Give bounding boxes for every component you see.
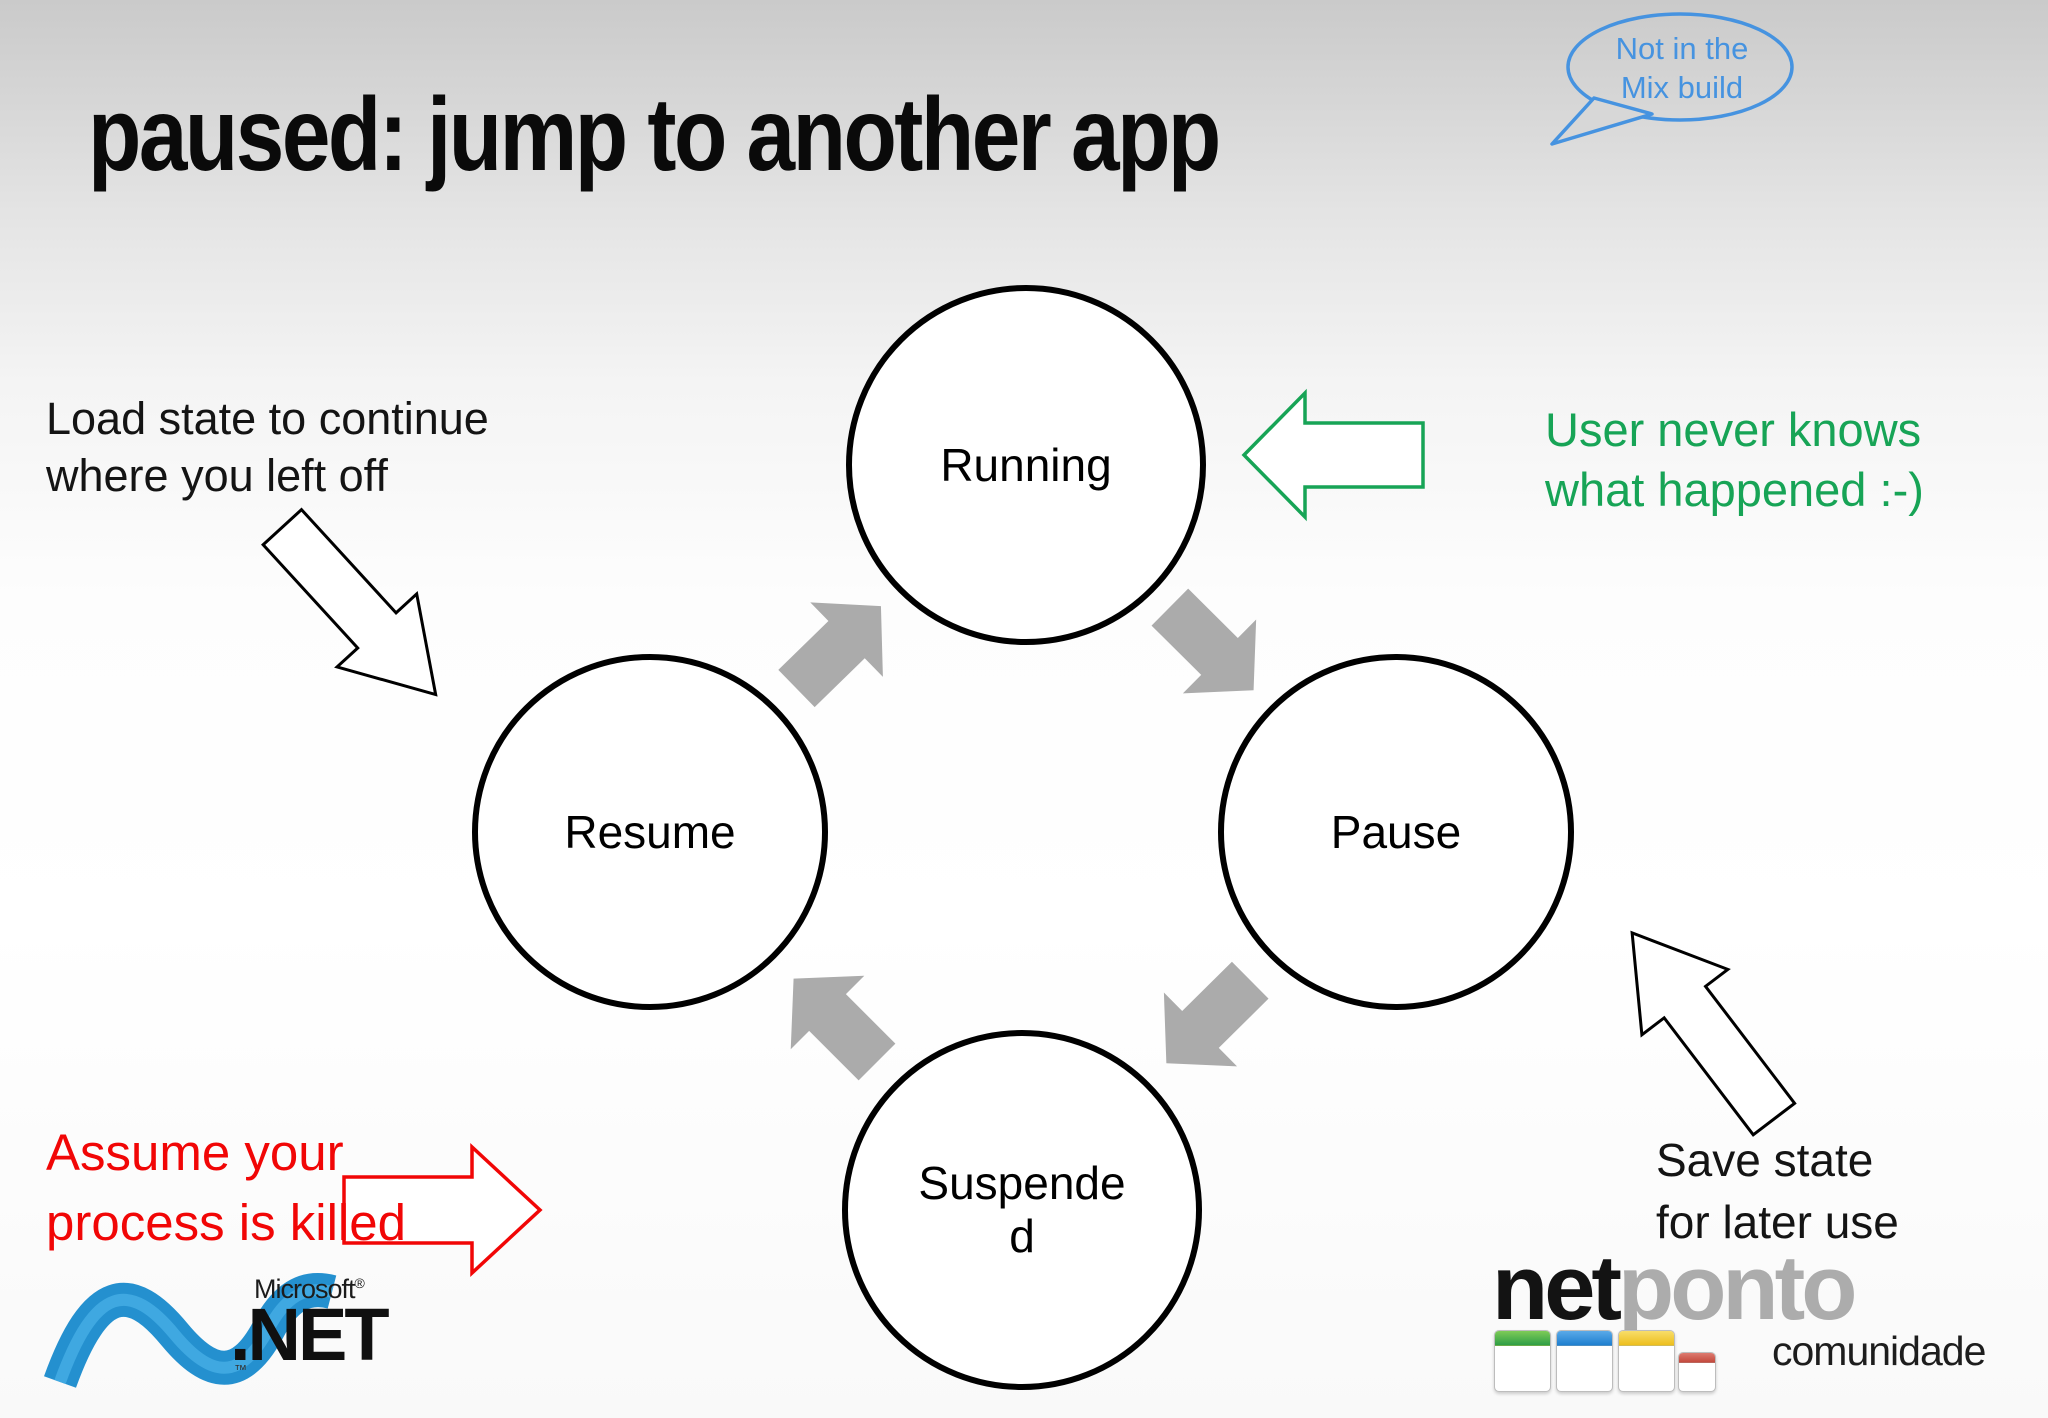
window-icon-red (1678, 1352, 1716, 1392)
state-circle-suspended: Suspende d (842, 1030, 1202, 1390)
flow-arrow-resume-to-running-icon (778, 602, 883, 708)
annotation-save-state-line1: Save state (1656, 1134, 1874, 1186)
annotation-user-never-knows: User never knows what happened :-) (1545, 400, 1924, 519)
flow-arrow-pause-to-suspended-icon (1163, 961, 1269, 1067)
annotation-user-never-knows-line1: User never knows (1545, 403, 1922, 456)
annotation-assume-killed-line1: Assume your (46, 1124, 344, 1181)
microsoft-brand-label: Microsoft® (254, 1274, 365, 1305)
state-label-suspended-line2: d (1009, 1210, 1035, 1262)
annotation-save-state-line2: for later use (1656, 1195, 1899, 1248)
annotation-load-state-line1: Load state to continue (46, 393, 489, 444)
window-icon-yellow (1618, 1330, 1675, 1392)
netponto-subtitle: comunidade (1772, 1328, 1986, 1374)
annotation-assume-killed-line2: process is killed (46, 1194, 406, 1252)
dotnet-trademark: ™ (234, 1362, 247, 1377)
state-circle-pause: Pause (1218, 654, 1574, 1010)
load-state-arrow-icon (261, 507, 438, 697)
window-icon-green-titlebar (1495, 1331, 1550, 1346)
netponto-wordmark: netponto (1492, 1236, 1857, 1341)
netponto-wordmark-ponto: ponto (1618, 1237, 1857, 1339)
window-icon-blue (1556, 1330, 1613, 1392)
state-label-running: Running (940, 438, 1112, 491)
annotation-save-state: Save state for later use (1656, 1130, 1899, 1253)
registered-mark: ® (354, 1275, 365, 1291)
state-circle-resume: Resume (472, 654, 828, 1010)
annotation-assume-killed: Assume your process is killed (46, 1118, 406, 1259)
window-icon-green (1494, 1330, 1551, 1392)
window-icon-yellow-titlebar (1619, 1331, 1674, 1346)
dotnet-wordmark: .NET (230, 1293, 390, 1376)
flow-arrow-running-to-pause-icon (1151, 588, 1257, 694)
annotation-user-never-knows-line2: what happened :-) (1545, 462, 1924, 516)
microsoft-brand-text: Microsoft (254, 1274, 356, 1304)
page-title: paused: jump to another app (88, 77, 1221, 193)
state-label-resume: Resume (564, 805, 736, 858)
callout-line-1: Not in the (1615, 31, 1749, 66)
callout-line-2: Mix build (1620, 69, 1744, 105)
annotation-load-state-line2: where you left off (46, 450, 388, 502)
state-label-pause: Pause (1330, 805, 1462, 858)
save-state-arrow-icon (1630, 930, 1797, 1137)
state-label-suspended-line1: Suspende (918, 1157, 1126, 1210)
netponto-wordmark-net: net (1492, 1237, 1622, 1339)
window-icon-red-titlebar (1679, 1353, 1715, 1363)
state-circle-running: Running (846, 285, 1206, 645)
callout-bubble-text: Not in the Mix build (1572, 30, 1792, 108)
annotation-load-state: Load state to continue where you left of… (46, 390, 489, 504)
user-never-knows-arrow-icon (1241, 388, 1425, 522)
window-icon-blue-titlebar (1557, 1331, 1612, 1346)
flow-arrow-suspended-to-resume-icon (790, 975, 896, 1081)
